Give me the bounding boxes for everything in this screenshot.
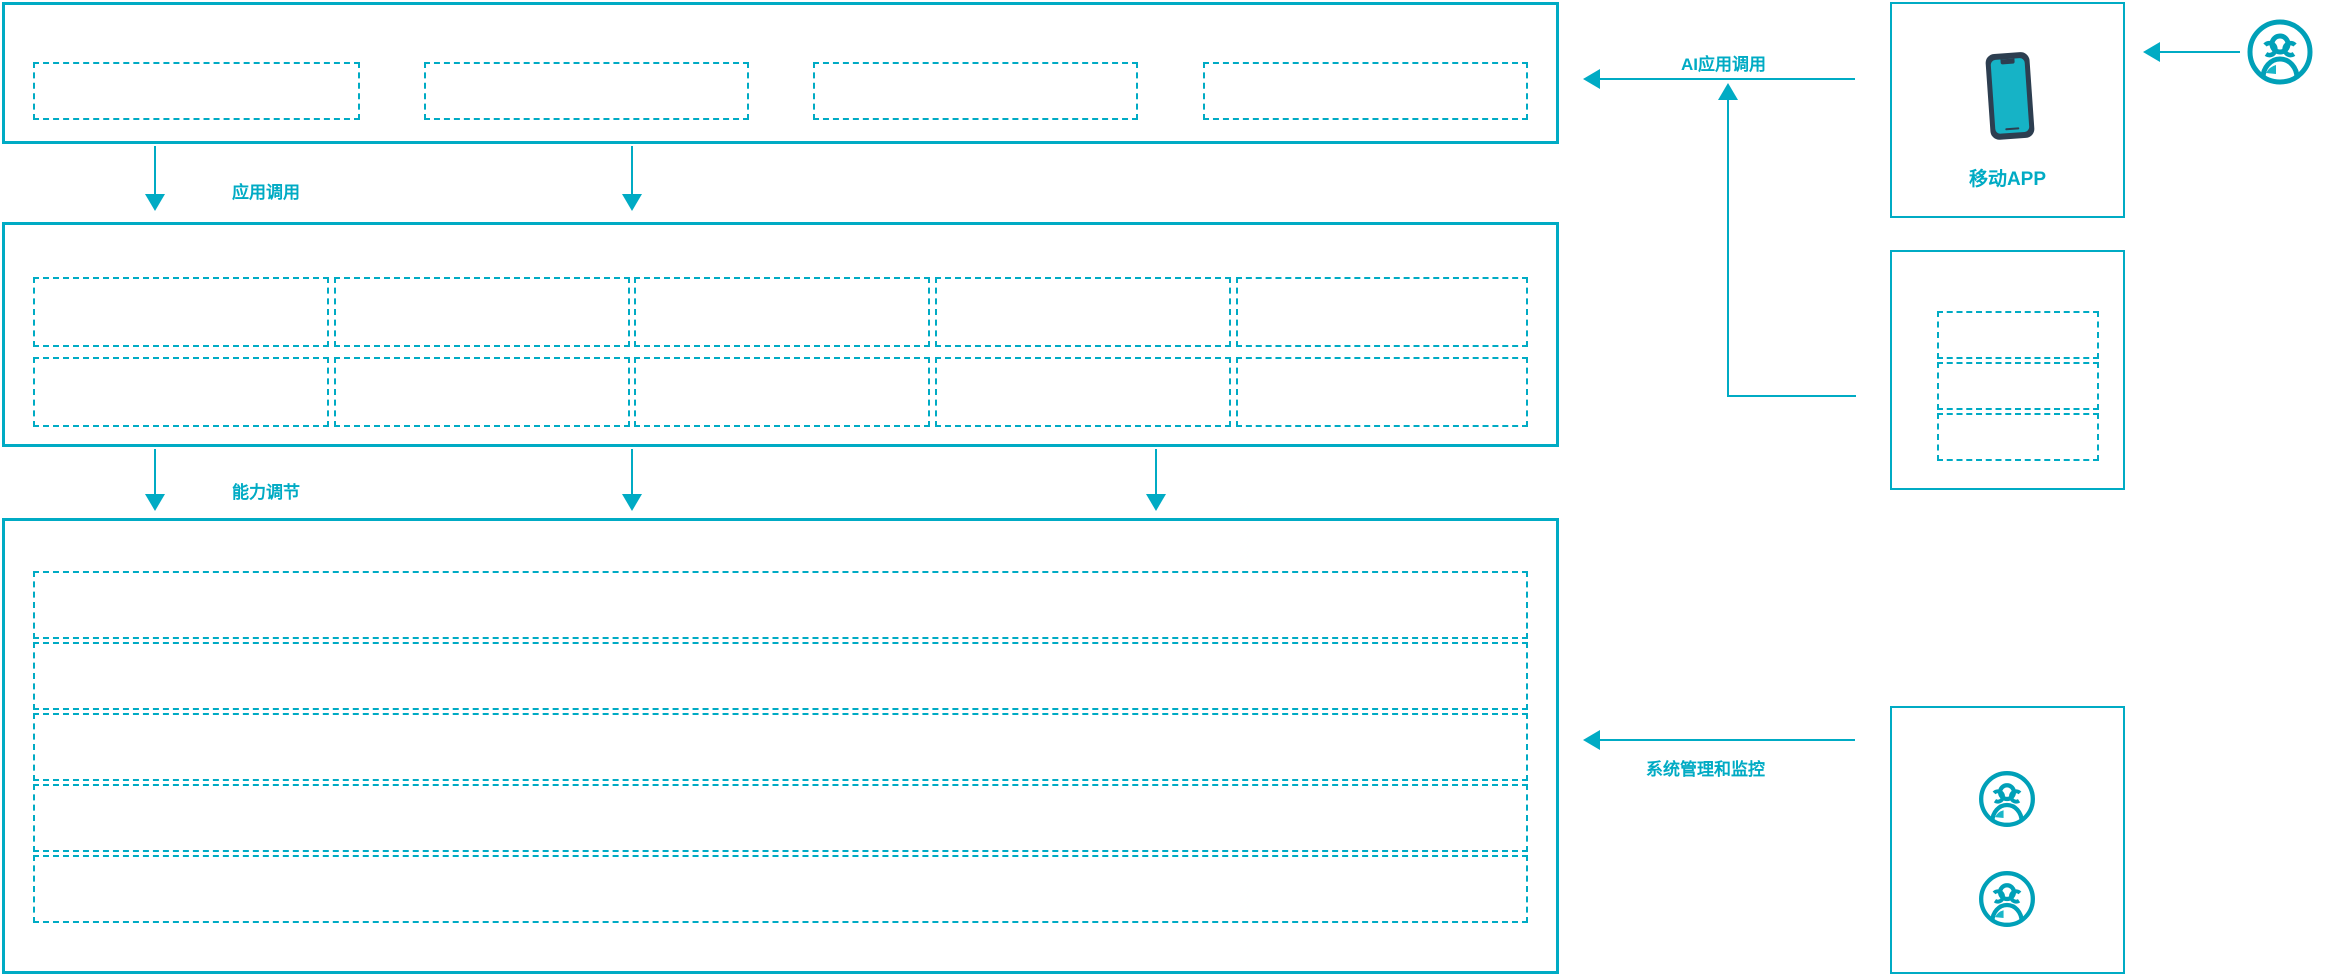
application-call-label: 应用调用 <box>232 183 300 202</box>
end-user-to-app-line <box>2160 51 2240 53</box>
channel-card-box-3[interactable] <box>1937 413 2099 461</box>
infrastructure-layer-panel <box>2 518 1559 974</box>
application-call-arrow-right <box>622 194 642 211</box>
smartphone-icon <box>1974 46 2044 146</box>
ai-application-call-label: AI应用调用 <box>1681 55 1766 74</box>
application-call-arrow-left <box>145 194 165 211</box>
infrastructure-row-1[interactable] <box>33 571 1528 639</box>
infrastructure-row-5[interactable] <box>33 855 1528 923</box>
capability-box-r2c4[interactable] <box>935 357 1231 427</box>
capability-box-r1c4[interactable] <box>935 277 1231 347</box>
application-call-connector-line-right <box>631 146 633 196</box>
capability-box-r2c2[interactable] <box>334 357 630 427</box>
channel-card-box-1[interactable] <box>1937 311 2099 359</box>
capability-adjust-line-left <box>154 449 156 497</box>
application-call-connector-line-left <box>154 146 156 196</box>
system-admin-monitor-arrow <box>1583 730 1600 750</box>
infrastructure-row-4[interactable] <box>33 784 1528 852</box>
application-box-1[interactable] <box>33 62 360 120</box>
end-user-group-icon <box>2244 16 2316 88</box>
operator-user-group-icon-1 <box>1976 768 2038 830</box>
capability-box-r2c3[interactable] <box>634 357 930 427</box>
system-admin-monitor-line <box>1600 739 1855 741</box>
channel-card-elbow-horizontal <box>1727 395 1856 397</box>
capability-layer-panel <box>2 222 1559 447</box>
capability-adjust-arrow-right <box>1146 494 1166 511</box>
mobile-app-card-label: 移动APP <box>1968 169 2047 190</box>
operations-card[interactable] <box>1890 706 2125 974</box>
capability-adjust-arrow-mid <box>622 494 642 511</box>
capability-adjust-arrow-left <box>145 494 165 511</box>
application-box-4[interactable] <box>1203 62 1528 120</box>
channel-card-elbow-arrow <box>1718 83 1738 100</box>
end-user-to-app-arrow <box>2143 42 2160 62</box>
ai-application-call-line <box>1600 78 1855 80</box>
capability-box-r1c2[interactable] <box>334 277 630 347</box>
infrastructure-row-3[interactable] <box>33 713 1528 781</box>
application-layer-panel <box>2 2 1559 144</box>
application-box-3[interactable] <box>813 62 1138 120</box>
capability-adjust-label: 能力调节 <box>232 483 300 502</box>
system-admin-monitor-label: 系统管理和监控 <box>1646 760 1765 779</box>
capability-box-r1c3[interactable] <box>634 277 930 347</box>
operator-user-group-icon-2 <box>1976 868 2038 930</box>
channel-card[interactable] <box>1890 250 2125 490</box>
capability-adjust-line-right <box>1155 449 1157 497</box>
channel-card-elbow-vertical <box>1727 100 1729 397</box>
capability-adjust-line-mid <box>631 449 633 497</box>
infrastructure-row-2[interactable] <box>33 642 1528 710</box>
channel-card-box-2[interactable] <box>1937 362 2099 410</box>
capability-box-r1c1[interactable] <box>33 277 329 347</box>
capability-box-r2c1[interactable] <box>33 357 329 427</box>
mobile-app-card[interactable]: 移动APP <box>1890 2 2125 218</box>
capability-box-r2c5[interactable] <box>1236 357 1528 427</box>
application-box-2[interactable] <box>424 62 749 120</box>
capability-box-r1c5[interactable] <box>1236 277 1528 347</box>
ai-application-call-arrow <box>1583 69 1600 89</box>
